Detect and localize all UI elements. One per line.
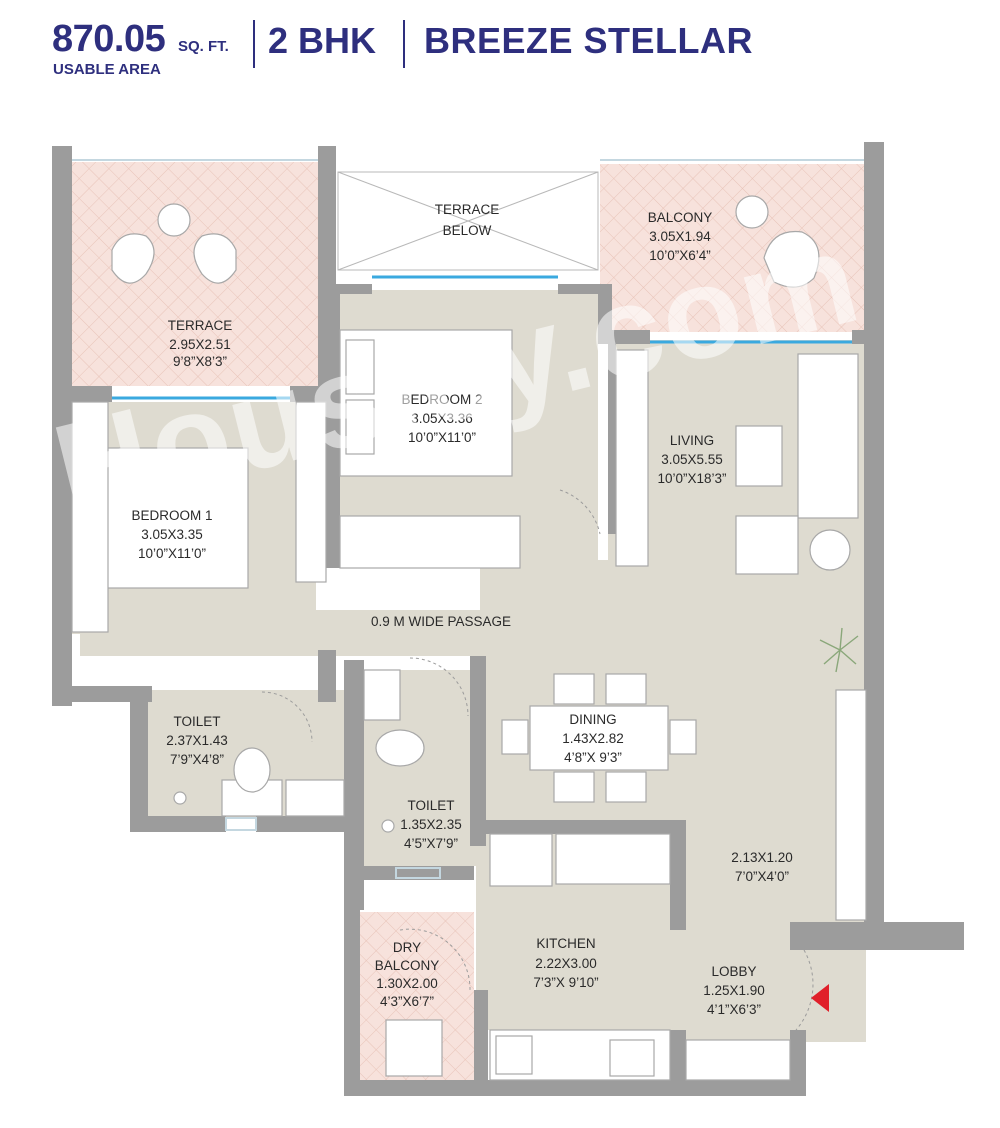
project-name: BREEZE STELLAR [424, 20, 754, 61]
passage-label: 0.9 M WIDE PASSAGE [371, 614, 511, 629]
bedroom1-metric: 3.05X3.35 [141, 527, 203, 542]
terrace-metric: 2.95X2.51 [169, 337, 231, 352]
toilet1-metric: 2.37X1.43 [166, 733, 228, 748]
plant-icon [819, 627, 859, 673]
dry-balcony-imperial: 4’3”X6’7” [380, 994, 434, 1009]
usable-area-unit: SQ. FT. [178, 38, 229, 55]
configuration-label: 2 BHK [268, 20, 377, 61]
railings [72, 159, 864, 879]
terrace-imperial: 9’8”X8’3” [173, 354, 227, 369]
living-imperial: 10’0”X18’3” [657, 471, 726, 486]
dining-imperial: 4’8”X 9’3” [564, 750, 622, 765]
terrace-below-void [337, 171, 599, 271]
kitchen-name: KITCHEN [536, 936, 595, 951]
balcony-floor [600, 164, 866, 332]
lobby-name: LOBBY [711, 964, 756, 979]
terrace-floor [72, 162, 318, 386]
toilet1-imperial: 7’9”X4’8” [170, 752, 224, 767]
toilet2-metric: 1.35X2.35 [400, 817, 462, 832]
entry-arrow-icon [811, 984, 829, 1012]
toilet1-name: TOILET [173, 714, 220, 729]
foyer-metric: 2.13X1.20 [731, 850, 793, 865]
kitchen-metric: 2.22X3.00 [535, 956, 597, 971]
lobby-imperial: 4’1”X6’3” [707, 1002, 761, 1017]
living-metric: 3.05X5.55 [661, 452, 723, 467]
toilet2-name: TOILET [407, 798, 454, 813]
dining-metric: 1.43X2.82 [562, 731, 624, 746]
bedroom2-metric: 3.05X3.36 [411, 411, 473, 426]
toilet2-imperial: 4’5”X7’9” [404, 836, 458, 851]
dry-balcony-line1: DRY [393, 940, 421, 955]
terrace-below-line2: BELOW [443, 223, 492, 238]
dry-balcony-line2: BALCONY [375, 958, 440, 973]
dry-balcony-metric: 1.30X2.00 [376, 976, 438, 991]
balcony-imperial: 10’0”X6’4” [649, 248, 711, 263]
bedroom2-name: BEDROOM 2 [401, 392, 482, 407]
balcony-metric: 3.05X1.94 [649, 229, 711, 244]
walls [52, 142, 964, 1096]
dining-name: DINING [569, 712, 616, 727]
usable-area-label: USABLE AREA [53, 61, 161, 78]
usable-area-value: 870.05 [52, 18, 166, 60]
bedroom2-imperial: 10’0”X11’0” [408, 430, 476, 445]
furniture [71, 195, 867, 1081]
foyer-imperial: 7’0”X4’0” [735, 869, 789, 884]
header-divider [253, 20, 255, 68]
bedroom1-imperial: 10’0”X11’0” [138, 546, 206, 561]
balcony-name: BALCONY [648, 210, 713, 225]
plan-header: 870.05 SQ. FT. USABLE AREA 2 BHK BREEZE … [0, 0, 1000, 90]
living-name: LIVING [670, 433, 714, 448]
kitchen-imperial: 7’3”X 9’10” [533, 975, 598, 990]
lobby-metric: 1.25X1.90 [703, 983, 765, 998]
windows [112, 275, 852, 400]
terrace-name: TERRACE [168, 318, 233, 333]
bedroom1-name: BEDROOM 1 [131, 508, 212, 523]
header-divider [403, 20, 405, 68]
terrace-below-line1: TERRACE [435, 202, 500, 217]
